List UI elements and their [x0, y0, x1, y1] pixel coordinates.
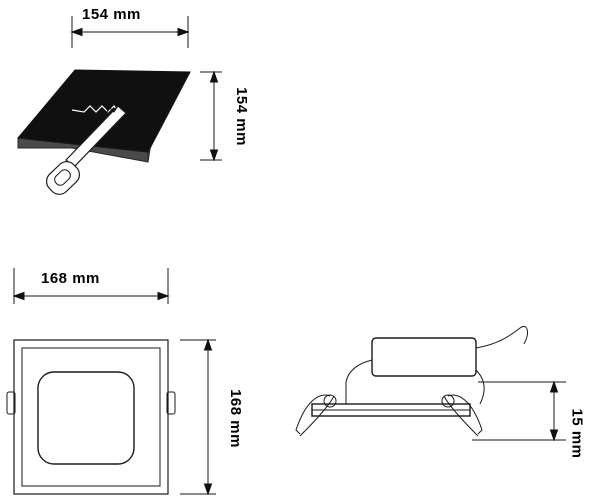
saw-handle [45, 161, 81, 195]
spring-clip-right [166, 391, 176, 415]
dimension-line-face-width [12, 268, 170, 304]
saw-kerf [71, 105, 119, 113]
label-face-width: 168 mm [41, 270, 100, 287]
handsaw-tool [45, 105, 127, 195]
label-cutout-width: 154 mm [82, 6, 141, 23]
label-cutout-height: 154 mm [232, 87, 250, 146]
dimension-line-cutout-width [70, 16, 190, 48]
dimension-line-face-height [180, 338, 216, 496]
ceiling-panel-perspective [17, 69, 191, 163]
driver-housing [371, 337, 477, 377]
spring-pivot-left [323, 394, 337, 408]
label-face-height: 168 mm [226, 389, 244, 448]
spring-pivot-right [441, 394, 455, 408]
front-view-body [6, 339, 176, 495]
label-depth: 15 mm [568, 408, 586, 459]
mounting-spring-right [447, 394, 483, 435]
dimension-line-depth [472, 380, 566, 442]
dimension-line-cutout-height [200, 70, 222, 162]
spring-clip-left [6, 391, 16, 415]
mounting-spring-left [295, 394, 331, 435]
side-view-body [295, 326, 528, 437]
